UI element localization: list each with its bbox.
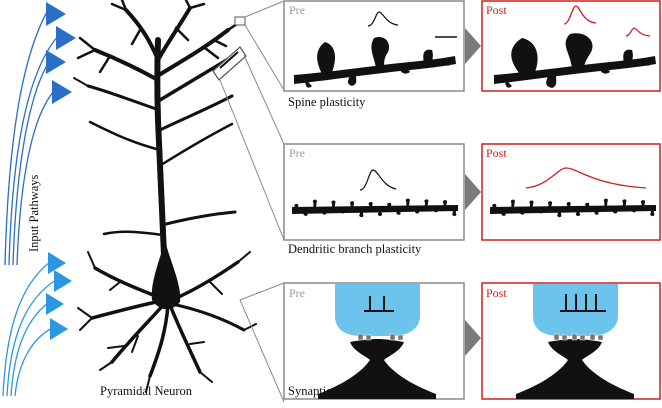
- dendritic-spine: [294, 203, 299, 209]
- synapse-post-label: Post: [486, 286, 507, 300]
- dendritic-spine: [442, 200, 448, 208]
- dendritic-spine: [492, 203, 497, 209]
- dendritic-spine: [622, 199, 627, 208]
- axon-terminal-icon: [48, 252, 66, 274]
- synaptic-input-plasticity-caption: Synaptic input plasticity: [288, 384, 410, 398]
- branch-post-dendrite: [490, 198, 656, 218]
- axon-terminal-icon: [46, 2, 66, 26]
- dendritic-spine: [312, 199, 317, 209]
- spine-plasticity-caption: Spine plasticity: [288, 95, 366, 109]
- branch-post-panel: [481, 143, 661, 241]
- dendritic-spine: [640, 200, 646, 208]
- pre-epsp-trace: [359, 169, 397, 191]
- arrow-icon: [465, 28, 481, 64]
- dendritic-spine: [613, 207, 618, 214]
- dendritic-spine: [415, 207, 420, 214]
- dendritic-spine: [547, 201, 553, 209]
- dendritic-spine: [501, 208, 506, 216]
- dendritic-spine: [566, 202, 571, 209]
- branch-zoom-marker: [212, 46, 247, 81]
- input-pathways-label: Input Pathways: [27, 174, 41, 252]
- dendritic-spine: [650, 207, 655, 217]
- dendritic-spine: [452, 207, 457, 217]
- branch-pre-dendrite: [292, 198, 458, 218]
- dendritic-spine: [433, 207, 438, 213]
- axon-terminal-icon: [52, 80, 72, 104]
- post-spike-train: [560, 294, 606, 312]
- spine-post-dendrite: [494, 33, 656, 88]
- pyramidal-neuron-label: Pyramidal Neuron: [100, 384, 192, 398]
- axon-terminal-icon: [46, 293, 64, 315]
- spine-pre-label: Pre: [289, 3, 305, 17]
- post-epsp-trace-small: [625, 27, 651, 37]
- input-triangles-top: [46, 2, 76, 104]
- dendritic-spine: [359, 208, 364, 218]
- dendritic-spine: [603, 198, 608, 208]
- receptors: [357, 333, 404, 341]
- input-pathways-bottom: [2, 261, 57, 397]
- axon-terminal-icon: [54, 270, 72, 292]
- dendritic-spine: [510, 199, 515, 209]
- dendritic-spine: [368, 202, 373, 209]
- dendritic-spine: [322, 208, 327, 215]
- dendritic-spine: [377, 207, 382, 216]
- post-epsp-trace: [563, 5, 597, 25]
- dendritic-spine: [520, 208, 525, 215]
- receptors: [553, 333, 604, 341]
- branch-pre-panel: [283, 143, 465, 241]
- dendritic-spine: [594, 207, 599, 215]
- arrow-icon: [465, 320, 481, 356]
- dendritic-spine: [631, 207, 636, 213]
- spine-post-label: Post: [486, 3, 507, 17]
- postsynaptic-spine: [516, 339, 634, 399]
- dendritic-spine: [340, 208, 345, 214]
- postsynaptic-spine: [318, 339, 436, 399]
- spine-zoom-marker: [234, 16, 246, 26]
- dendritic-spine: [405, 198, 410, 208]
- branch-plasticity-caption: Dendritic branch plasticity: [288, 242, 422, 256]
- neuron-soma: [151, 240, 181, 310]
- dendritic-spine: [575, 207, 580, 216]
- branch-post-label: Post: [486, 146, 507, 160]
- dendritic-spine: [529, 200, 534, 209]
- dendritic-spine: [387, 202, 392, 208]
- zoom-connectors: [219, 0, 285, 403]
- dendritic-spine: [396, 207, 401, 215]
- pre-spike-train: [364, 296, 394, 312]
- dendritic-spine: [538, 208, 543, 214]
- dendritic-spine: [585, 202, 590, 208]
- dendritic-spine: [424, 199, 429, 208]
- arrow-icon: [465, 174, 481, 210]
- axon-terminal-icon: [56, 26, 76, 50]
- input-triangles-bottom: [46, 252, 72, 340]
- post-dendritic-potential: [525, 167, 647, 189]
- synapse-pre-label: Pre: [289, 286, 305, 300]
- branch-pre-label: Pre: [289, 146, 305, 160]
- axon-terminal-icon: [50, 318, 68, 340]
- dendritic-spine: [557, 208, 562, 218]
- spine-pre-dendrite: [294, 36, 456, 88]
- dendritic-spine: [331, 200, 336, 209]
- dendritic-spine: [349, 201, 355, 209]
- dendritic-spine: [303, 208, 308, 216]
- pre-epsp-trace: [367, 11, 399, 27]
- axon-terminal-icon: [46, 50, 66, 74]
